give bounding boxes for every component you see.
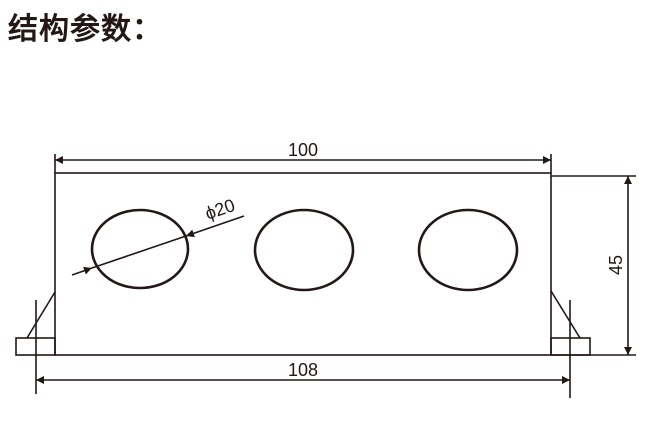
right-rib (550, 290, 581, 339)
dim-height-label: 45 (606, 255, 626, 275)
hole-3 (417, 208, 519, 292)
section-title: 结构参数： (8, 12, 163, 47)
dim-bottom-label: 108 (288, 360, 318, 380)
hole-1 (90, 208, 190, 290)
diameter-leader (185, 215, 245, 238)
left-rib (26, 291, 56, 339)
body-outline (54, 172, 552, 356)
dim-top-label: 100 (288, 140, 318, 160)
hole-2 (253, 208, 355, 292)
